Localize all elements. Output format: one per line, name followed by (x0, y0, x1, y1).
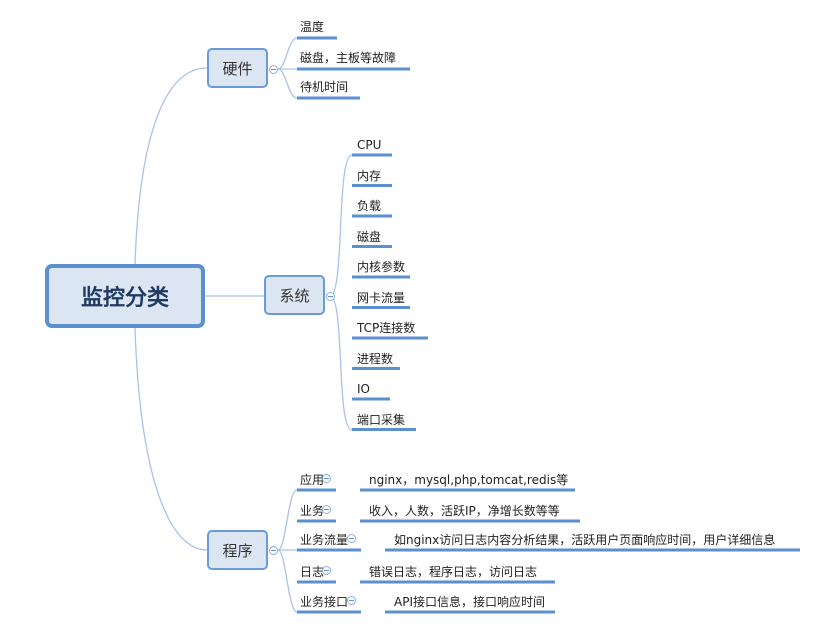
collapse-icon[interactable] (347, 534, 356, 543)
leaf-node[interactable]: 端口采集 (357, 412, 406, 427)
branch-system[interactable]: 系统 (264, 275, 325, 315)
leaf-node[interactable]: 温度 (300, 20, 325, 34)
detail-node[interactable]: API接口信息，接口响应时间 (394, 595, 545, 609)
sub-branch-node[interactable]: 业务 (300, 504, 325, 518)
collapse-icon[interactable] (322, 474, 331, 483)
sub-branch-node[interactable]: 应用 (300, 473, 325, 487)
leaf-node[interactable]: 负载 (357, 199, 382, 213)
detail-node[interactable]: 收入，人数，活跃IP，净增长数等等 (369, 504, 560, 518)
leaf-node[interactable]: 磁盘，主板等故障 (300, 51, 397, 65)
leaf-node[interactable]: 内核参数 (357, 260, 406, 274)
detail-node[interactable]: 错误日志，程序日志，访问日志 (369, 565, 538, 579)
sub-branch-node[interactable]: 业务接口 (300, 595, 349, 609)
leaf-node[interactable]: IO (357, 382, 370, 396)
leaf-node[interactable]: 待机时间 (300, 80, 349, 94)
sub-branch-node[interactable]: 日志 (300, 565, 325, 579)
collapse-icon[interactable] (322, 505, 331, 514)
leaf-node[interactable]: TCP连接数 (357, 321, 416, 335)
sub-branch-node[interactable]: 业务流量 (300, 533, 349, 547)
leaf-node[interactable]: CPU (357, 138, 382, 152)
root-node[interactable]: 监控分类 (45, 264, 205, 328)
leaf-node[interactable]: 磁盘 (357, 229, 382, 244)
detail-node[interactable]: 如nginx访问日志内容分析结果，活跃用户页面响应时间，用户详细信息 (394, 533, 776, 547)
branch-program[interactable]: 程序 (207, 530, 268, 570)
branch-hardware[interactable]: 硬件 (207, 48, 268, 88)
leaf-node[interactable]: 进程数 (357, 351, 394, 366)
leaf-node[interactable]: 内存 (357, 168, 382, 183)
detail-node[interactable]: nginx，mysql,php,tomcat,redis等 (369, 473, 569, 487)
leaf-node[interactable]: 网卡流量 (357, 290, 406, 305)
collapse-icon[interactable] (326, 292, 335, 301)
collapse-icon[interactable] (347, 596, 356, 605)
collapse-icon[interactable] (322, 566, 331, 575)
collapse-icon[interactable] (269, 546, 278, 555)
collapse-icon[interactable] (269, 65, 278, 74)
